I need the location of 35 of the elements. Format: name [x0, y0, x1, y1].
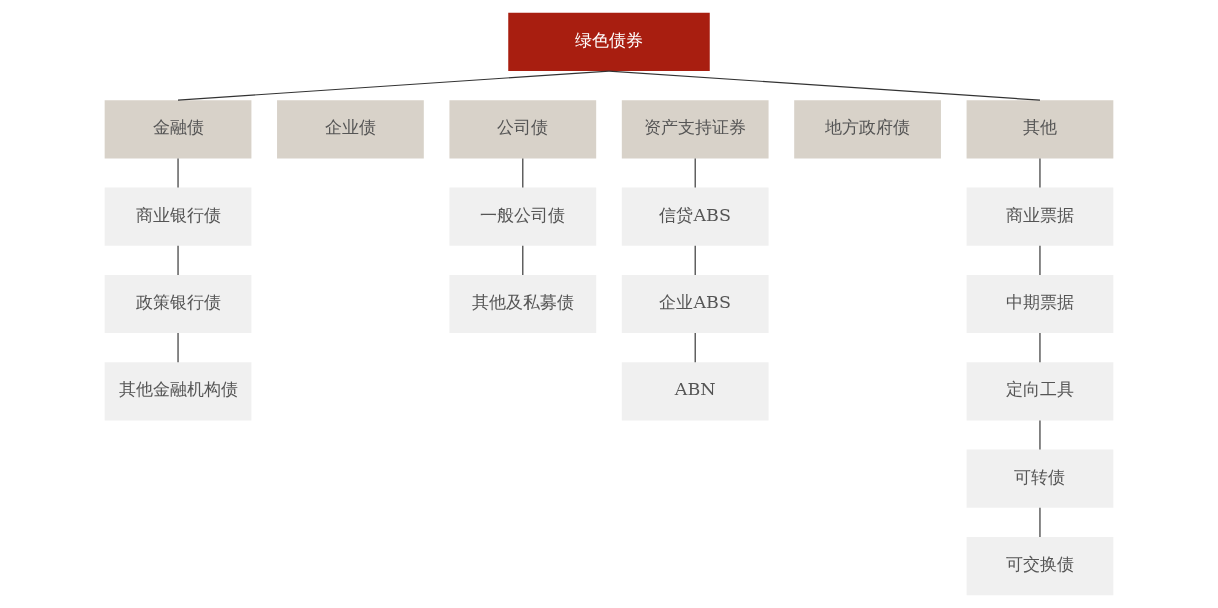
node-box: 可交换债: [966, 536, 1114, 596]
connector: [522, 245, 524, 276]
connector: [522, 157, 524, 189]
node-box: 商业票据: [966, 187, 1114, 246]
node-box: 一般公司债: [449, 187, 597, 246]
node-box: 资产支持证券: [621, 100, 769, 159]
node-box: 商业银行债: [104, 187, 252, 246]
connector: [1039, 419, 1041, 451]
node-box: 绿色债券: [508, 12, 710, 72]
node-box: 中期票据: [966, 274, 1114, 334]
connector: [1039, 507, 1041, 538]
node-box: 其他: [966, 100, 1114, 159]
connector: [694, 245, 696, 276]
connector: [177, 245, 179, 276]
node-box: 企业债: [277, 100, 424, 159]
node-box: 信贷ABS: [621, 187, 769, 246]
connector: [694, 157, 696, 189]
connector: [1039, 332, 1041, 363]
node-box: 其他及私募债: [449, 274, 597, 334]
connector: [1039, 157, 1041, 189]
connector: [694, 332, 696, 363]
node-box: 地方政府债: [794, 100, 941, 159]
node-box: 企业ABS: [621, 274, 769, 334]
node-box: 政策银行债: [104, 274, 252, 334]
connector: [177, 70, 610, 101]
node-box: 公司债: [449, 100, 597, 159]
node-box: 其他金融机构债: [104, 362, 252, 421]
node-box: 定向工具: [966, 362, 1114, 421]
connector: [177, 157, 179, 189]
node-box: 金融债: [104, 100, 252, 159]
connector: [1039, 245, 1041, 276]
connector: [177, 332, 179, 363]
node-box: 可转债: [966, 449, 1114, 508]
connector: [608, 70, 1041, 101]
node-box: ABN: [621, 362, 769, 421]
